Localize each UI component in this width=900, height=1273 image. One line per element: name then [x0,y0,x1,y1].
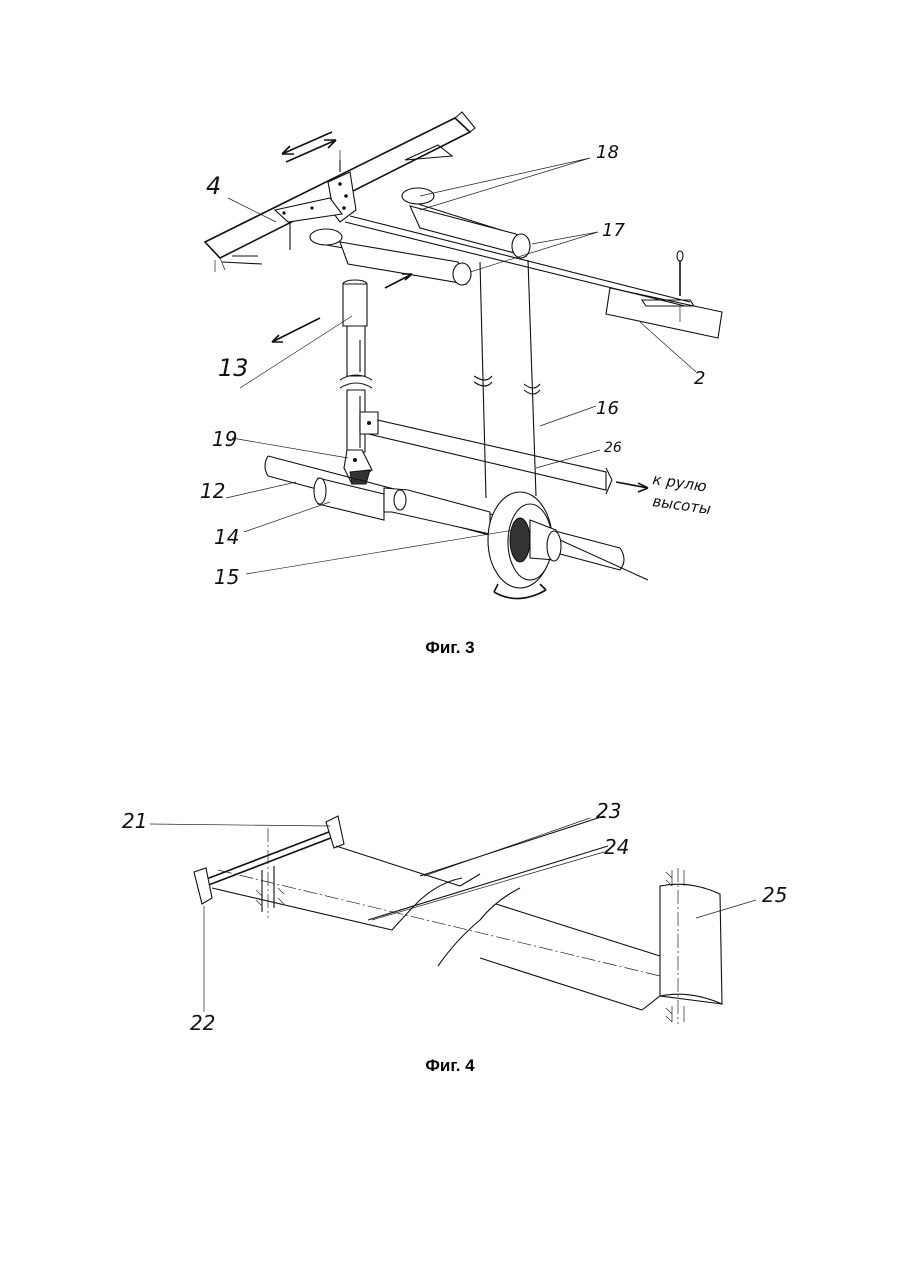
fuselage-23 [212,816,660,1010]
label-23: 23 [596,799,621,823]
label-21: 21 [122,809,147,833]
label-25: 25 [762,883,787,907]
figure-4-caption: Фиг. 4 [350,1056,550,1076]
label-24: 24 [604,835,629,859]
pedal-pivot [256,828,284,918]
rudder-25 [642,868,722,1024]
label-22: 22 [190,1011,215,1035]
pedal-bar [194,816,344,904]
